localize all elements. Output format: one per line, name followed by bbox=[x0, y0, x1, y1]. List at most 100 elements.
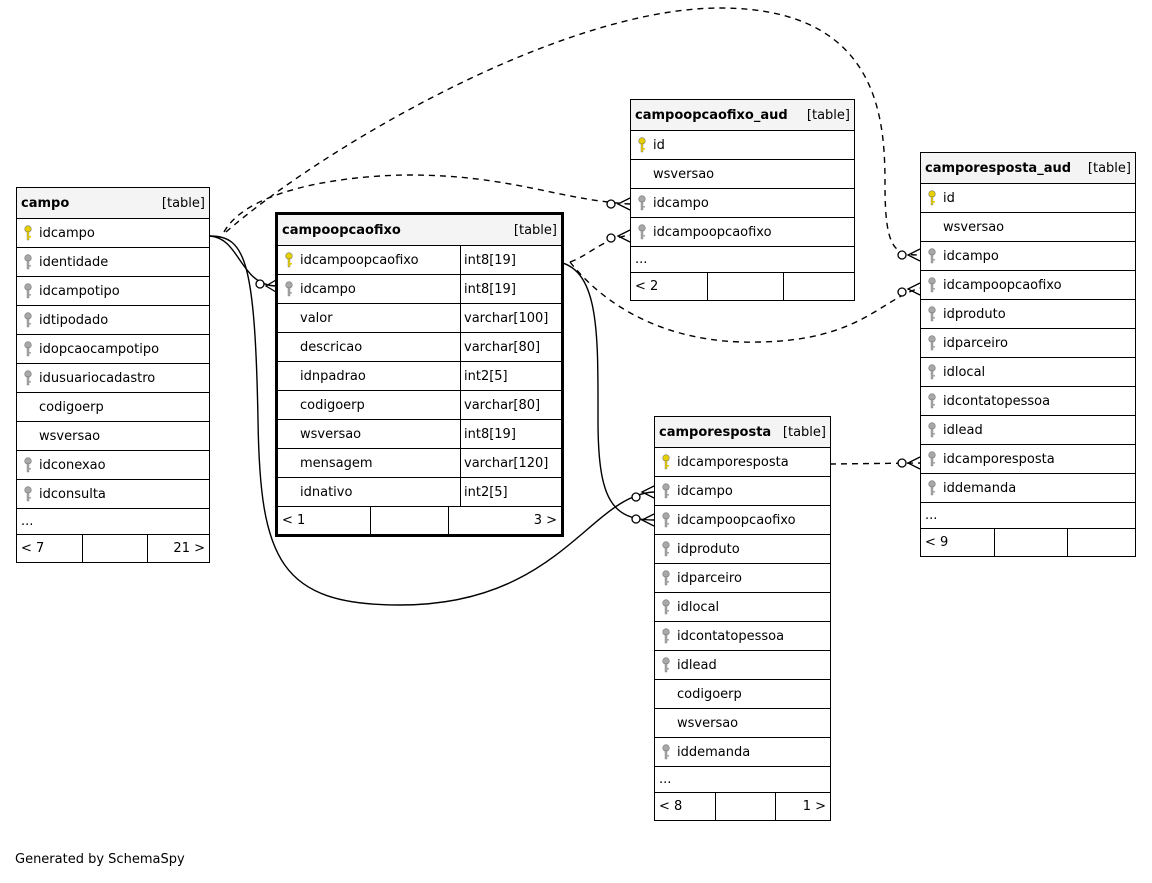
column-name: wsversao bbox=[653, 166, 715, 182]
table-name: campo bbox=[21, 195, 70, 211]
column-row[interactable]: idcampotipo bbox=[17, 277, 209, 306]
column-row[interactable]: iddemanda bbox=[655, 738, 830, 767]
crowfoot-marker bbox=[264, 279, 277, 293]
column-row[interactable]: idcampoopcaofixo bbox=[655, 506, 830, 535]
child-count[interactable] bbox=[783, 273, 854, 300]
parent-count[interactable]: < 8 bbox=[659, 799, 683, 814]
table-camporesposta-aud[interactable]: camporesposta_aud[table]id wsversao idcamp… bbox=[920, 152, 1136, 557]
parent-count[interactable]: < 9 bbox=[925, 535, 949, 550]
child-count[interactable]: 1 > bbox=[775, 793, 830, 820]
column-row[interactable]: id bbox=[921, 184, 1135, 213]
foreign-key-icon bbox=[631, 189, 653, 217]
parent-count[interactable]: < 7 bbox=[21, 541, 45, 556]
column-row[interactable]: idcampoopcaofixo bbox=[921, 271, 1135, 300]
column-name: iddemanda bbox=[677, 744, 751, 760]
optional-marker bbox=[631, 492, 641, 502]
column-row[interactable]: idlead bbox=[921, 416, 1135, 445]
column-name: idproduto bbox=[677, 541, 740, 557]
table-header[interactable]: campoopcaofixo[table] bbox=[278, 215, 561, 246]
link-campo-to-campoopcaofixo bbox=[209, 235, 277, 287]
column-row[interactable]: identidade bbox=[17, 248, 209, 277]
more-columns-indicator[interactable]: ... bbox=[655, 767, 830, 793]
optional-marker bbox=[897, 458, 907, 468]
column-row[interactable]: wsversao bbox=[655, 709, 830, 738]
crowfoot-marker bbox=[616, 229, 631, 243]
primary-key-icon bbox=[631, 131, 653, 159]
column-name: codigoerp bbox=[677, 686, 742, 702]
column-name: wsversao bbox=[943, 219, 1005, 235]
table-header[interactable]: camporesposta_aud[table] bbox=[921, 153, 1135, 184]
column-row[interactable]: idcampo bbox=[17, 219, 209, 248]
table-type-label: [table] bbox=[513, 222, 557, 238]
column-row[interactable]: idopcaocampotipo bbox=[17, 335, 209, 364]
column-row[interactable]: idparceiro bbox=[921, 329, 1135, 358]
column-name: idlocal bbox=[943, 364, 986, 380]
column-row[interactable]: idcontatopessoa bbox=[921, 387, 1135, 416]
primary-key-icon bbox=[17, 219, 39, 247]
column-type: int2[5] bbox=[460, 478, 561, 506]
column-row[interactable]: idproduto bbox=[655, 535, 830, 564]
column-row[interactable]: idproduto bbox=[921, 300, 1135, 329]
column-name: wsversao bbox=[300, 426, 362, 442]
parent-count[interactable]: < 2 bbox=[635, 279, 659, 294]
table-campoopcaofixo-aud[interactable]: campoopcaofixo_aud[table]id wsversao idcam… bbox=[630, 99, 855, 301]
column-row[interactable]: idcontatopessoa bbox=[655, 622, 830, 651]
more-columns-indicator[interactable]: ... bbox=[921, 503, 1135, 529]
more-columns-indicator[interactable]: ... bbox=[17, 509, 209, 535]
column-row[interactable]: idlead bbox=[655, 651, 830, 680]
footer-spacer bbox=[715, 793, 775, 820]
column-row[interactable]: idlocal bbox=[921, 358, 1135, 387]
foreign-key-icon bbox=[921, 242, 943, 270]
column-row[interactable]: idcampo bbox=[921, 242, 1135, 271]
foreign-key-icon bbox=[17, 277, 39, 305]
column-row[interactable]: idusuariocadastro bbox=[17, 364, 209, 393]
child-count[interactable] bbox=[1067, 529, 1135, 556]
column-row[interactable]: codigoerp bbox=[17, 393, 209, 422]
column-row[interactable]: wsversao bbox=[921, 213, 1135, 242]
column-name: idcampoopcaofixo bbox=[300, 252, 419, 268]
column-row[interactable]: idcampo bbox=[655, 477, 830, 506]
column-row[interactable]: idcamporesposta bbox=[921, 445, 1135, 474]
parent-count[interactable]: < 1 bbox=[282, 513, 306, 528]
column-row[interactable]: codigoerp bbox=[655, 680, 830, 709]
no-key-slot bbox=[921, 213, 943, 241]
column-row[interactable]: idconexao bbox=[17, 451, 209, 480]
column-row[interactable]: idcamporesposta bbox=[655, 448, 830, 477]
foreign-key-icon bbox=[17, 451, 39, 479]
column-type: varchar[80] bbox=[460, 391, 561, 419]
column-row[interactable]: idcampo bbox=[631, 189, 854, 218]
table-header[interactable]: campo[table] bbox=[17, 188, 209, 219]
column-row[interactable]: idtipodado bbox=[17, 306, 209, 335]
column-row[interactable]: idparceiro bbox=[655, 564, 830, 593]
column-row[interactable]: idlocal bbox=[655, 593, 830, 622]
column-name: wsversao bbox=[39, 428, 101, 444]
column-row[interactable]: idcampoopcaofixo bbox=[631, 218, 854, 247]
table-header[interactable]: camporesposta[table] bbox=[655, 417, 830, 448]
foreign-key-icon bbox=[921, 416, 943, 444]
column-type: varchar[120] bbox=[460, 449, 561, 477]
child-count[interactable]: 21 > bbox=[147, 535, 209, 562]
table-header[interactable]: campoopcaofixo_aud[table] bbox=[631, 100, 854, 131]
column-row[interactable]: wsversao bbox=[17, 422, 209, 451]
column-name: wsversao bbox=[677, 715, 739, 731]
more-columns-indicator[interactable]: ... bbox=[631, 247, 854, 273]
child-count[interactable]: 3 > bbox=[448, 507, 561, 534]
column-name: idcamporesposta bbox=[943, 451, 1055, 467]
column-row[interactable]: wsversao bbox=[631, 160, 854, 189]
column-name: idconexao bbox=[39, 457, 106, 473]
column-row[interactable]: id bbox=[631, 131, 854, 160]
column-row[interactable]: idconsulta bbox=[17, 480, 209, 509]
column-row[interactable]: iddemanda bbox=[921, 474, 1135, 503]
